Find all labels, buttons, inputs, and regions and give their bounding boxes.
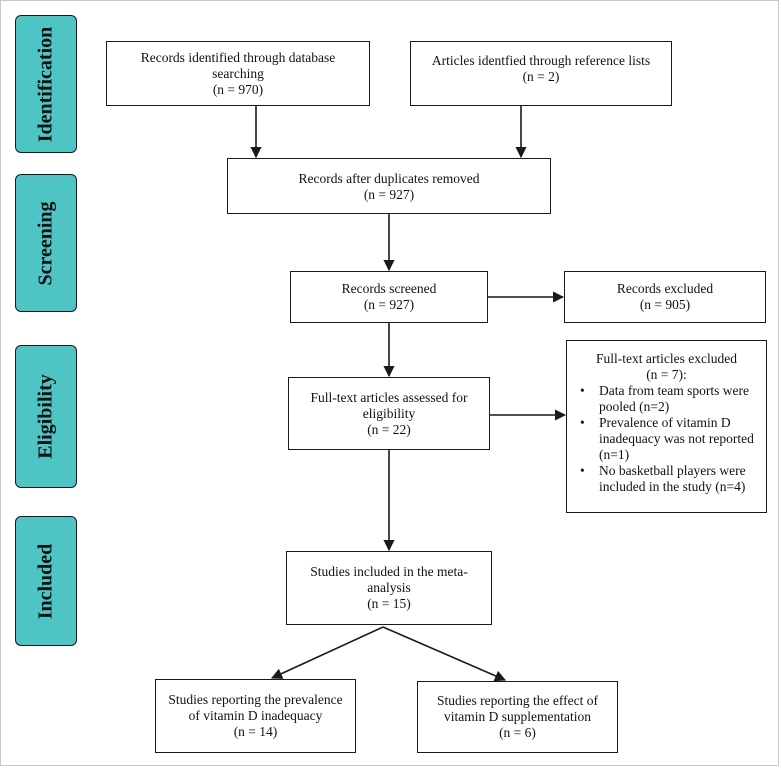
reference-articles-count: (n = 2) [522, 69, 560, 84]
box-supplementation: Studies reporting the effect of vitamin … [417, 681, 618, 753]
supplementation-line1: Studies reporting the effect of [437, 693, 598, 708]
prevalence-count: (n = 14) [233, 724, 278, 739]
screened-count: (n = 927) [363, 297, 415, 312]
after-duplicates-count: (n = 927) [363, 187, 415, 202]
fulltext-excluded-count: (n = 7): [646, 367, 687, 382]
stage-screening: Screening [15, 174, 77, 312]
after-duplicates-line1: Records after duplicates removed [298, 171, 480, 186]
prevalence-line1: Studies reporting the prevalence [168, 692, 343, 707]
box-records-excluded: Records excluded (n = 905) [564, 271, 766, 323]
stage-identification: Identification [15, 15, 77, 153]
meta-analysis-line1: Studies included in the meta- [310, 564, 468, 579]
reason-2-line2: inadequacy was not reported [599, 431, 754, 446]
box-records-screened: Records screened (n = 927) [290, 271, 488, 323]
box-meta-analysis: Studies included in the meta- analysis (… [286, 551, 492, 625]
exclusion-reason: Data from team sports were pooled (n=2) [571, 383, 762, 415]
reason-2-line3: (n=1) [599, 447, 630, 462]
fulltext-assessed-line2: eligibility [362, 405, 416, 421]
database-records-line2: searching [212, 65, 264, 81]
exclusion-reasons-list: Data from team sports were pooled (n=2) … [571, 383, 762, 495]
reason-1-line2: pooled (n=2) [599, 399, 670, 414]
prevalence-line2: of vitamin D inadequacy [188, 708, 323, 723]
exclusion-reason: Prevalence of vitamin D inadequacy was n… [571, 415, 762, 463]
reason-3-line2: included in the study (n=4) [599, 479, 746, 494]
box-prevalence: Studies reporting the prevalence of vita… [155, 679, 356, 753]
reason-3-line1: No basketball players were [599, 463, 746, 478]
meta-analysis-line2: analysis [367, 580, 411, 595]
fulltext-assessed-line1: Full-text articles assessed for [310, 389, 468, 405]
arrow-meta-to-prevalence [270, 626, 384, 679]
database-records-line1: Records identified through database [140, 49, 336, 65]
reference-articles-line1: Articles identfied through reference lis… [431, 53, 651, 68]
box-fulltext-assessed: Full-text articles assessed for eligibil… [288, 377, 490, 450]
reason-2-line1: Prevalence of vitamin D [599, 415, 731, 430]
stage-eligibility: Eligibility [15, 345, 77, 488]
box-reference-articles: Articles identfied through reference lis… [410, 41, 672, 106]
supplementation-line2: vitamin D supplementation [444, 709, 591, 724]
reason-1-line1: Data from team sports were [599, 383, 749, 398]
fulltext-excluded-title: Full-text articles excluded [596, 351, 737, 366]
box-database-records: Records identified through database sear… [106, 41, 370, 106]
box-fulltext-excluded: Full-text articles excluded (n = 7): Dat… [566, 340, 767, 513]
excluded-count: (n = 905) [639, 297, 691, 312]
exclusion-reason: No basketball players were included in t… [571, 463, 762, 495]
fulltext-assessed-count: (n = 22) [367, 421, 411, 437]
excluded-line1: Records excluded [616, 281, 714, 296]
supplementation-count: (n = 6) [499, 725, 536, 740]
stage-included: Included [15, 516, 77, 646]
database-records-count: (n = 970) [212, 81, 264, 97]
meta-analysis-count: (n = 15) [367, 596, 411, 611]
arrow-meta-to-supplementation [382, 626, 507, 682]
box-after-duplicates: Records after duplicates removed (n = 92… [227, 158, 551, 214]
screened-line1: Records screened [341, 281, 437, 296]
